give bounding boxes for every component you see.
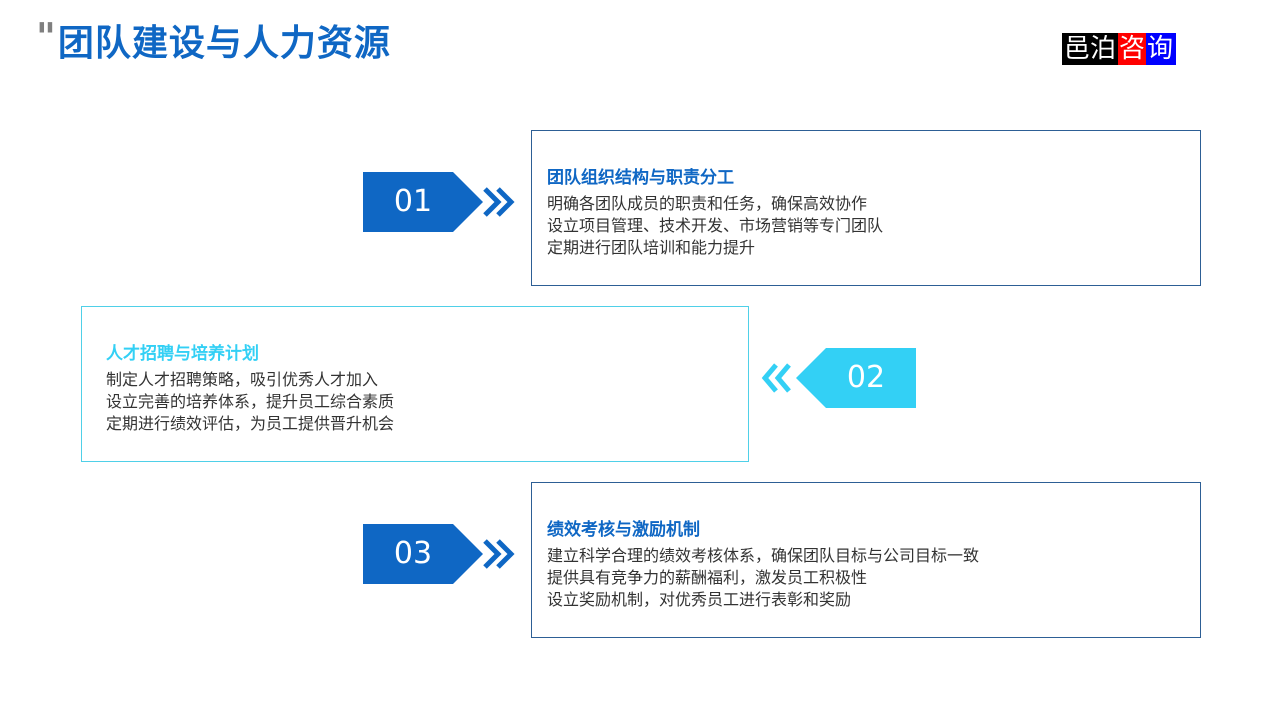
quote-mark-icon: " xyxy=(36,15,56,59)
card-body: 建立科学合理的绩效考核体系，确保团队目标与公司目标一致 提供具有竞争力的薪酬福利… xyxy=(547,545,979,611)
card-heading: 人才招聘与培养计划 xyxy=(106,344,259,364)
step-number: 02 xyxy=(846,360,886,395)
logo-part-red: 咨 xyxy=(1118,33,1147,65)
brand-logo: 邑泊 咨 询 xyxy=(1062,33,1177,65)
logo-part-black: 邑泊 xyxy=(1062,33,1119,65)
step-number: 01 xyxy=(393,184,433,219)
card-heading: 绩效考核与激励机制 xyxy=(547,520,700,540)
page-header: " 团队建设与人力资源 xyxy=(36,18,391,70)
step-badge-02: 02 xyxy=(760,348,920,408)
step-badge-03: 03 xyxy=(363,524,523,584)
step-card-01: 团队组织结构与职责分工 明确各团队成员的职责和任务，确保高效协作 设立项目管理、… xyxy=(531,130,1201,286)
page-title: 团队建设与人力资源 xyxy=(57,23,391,64)
step-card-03: 绩效考核与激励机制 建立科学合理的绩效考核体系，确保团队目标与公司目标一致 提供… xyxy=(531,482,1201,638)
card-line: 制定人才招聘策略，吸引优秀人才加入 xyxy=(106,370,379,389)
arrow-right-shape-icon xyxy=(363,172,515,232)
card-line: 设立完善的培养体系，提升员工综合素质 xyxy=(106,392,395,411)
arrow-left-shape-icon xyxy=(761,348,916,408)
logo-part-blue: 询 xyxy=(1146,33,1177,65)
step-number: 03 xyxy=(393,536,433,571)
card-heading: 团队组织结构与职责分工 xyxy=(547,168,734,188)
arrow-right-shape-icon xyxy=(363,524,515,584)
step-badge-01: 01 xyxy=(363,172,523,232)
card-line: 设立奖励机制，对优秀员工进行表彰和奖励 xyxy=(547,590,852,609)
card-line: 定期进行绩效评估，为员工提供晋升机会 xyxy=(106,414,395,433)
card-line: 定期进行团队培训和能力提升 xyxy=(547,238,756,257)
step-card-02: 人才招聘与培养计划 制定人才招聘策略，吸引优秀人才加入 设立完善的培养体系，提升… xyxy=(81,306,749,462)
card-line: 明确各团队成员的职责和任务，确保高效协作 xyxy=(547,194,868,213)
card-body: 制定人才招聘策略，吸引优秀人才加入 设立完善的培养体系，提升员工综合素质 定期进… xyxy=(106,369,394,435)
card-line: 提供具有竞争力的薪酬福利，激发员工积极性 xyxy=(547,568,868,587)
card-body: 明确各团队成员的职责和任务，确保高效协作 设立项目管理、技术开发、市场营销等专门… xyxy=(547,193,883,259)
card-line: 建立科学合理的绩效考核体系，确保团队目标与公司目标一致 xyxy=(547,546,980,565)
card-line: 设立项目管理、技术开发、市场营销等专门团队 xyxy=(547,216,884,235)
